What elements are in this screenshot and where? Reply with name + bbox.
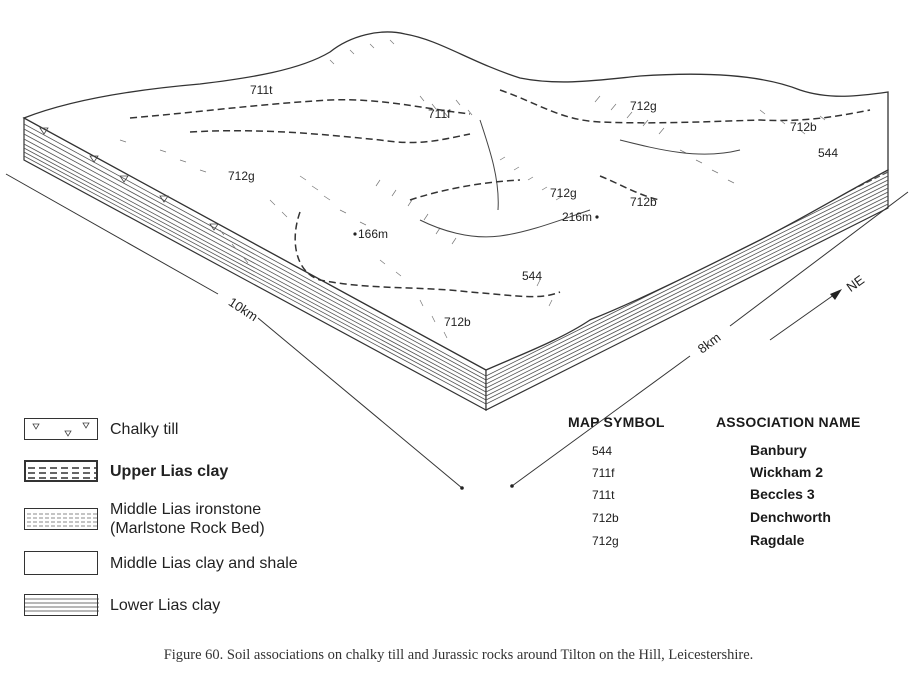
legend-label-ironstone-line2: (Marlstone Rock Bed) <box>110 520 265 537</box>
table-row: 712b Denchworth <box>568 507 888 529</box>
label-216m: 216m <box>562 210 592 224</box>
row-association-name: Ragdale <box>750 532 805 548</box>
figure-caption: Figure 60. Soil associations on chalky t… <box>163 647 754 663</box>
legend-label-middle-lias-clay: Middle Lias clay and shale <box>110 554 298 572</box>
table-row: 544 Banbury <box>568 440 888 462</box>
north-east-arrow: NE <box>769 272 868 341</box>
row-symbol: 711f <box>592 466 615 480</box>
map-unit-labels: 711t 711f 712g 712b 544 712g 712g 712b 2… <box>228 83 838 329</box>
swatch-middle-lias-ironstone <box>24 508 98 530</box>
legend-item-lower-lias: Lower Lias clay <box>24 594 220 616</box>
swatch-upper-lias <box>24 460 98 482</box>
row-symbol: 544 <box>592 444 613 458</box>
legend-item-middle-lias-clay: Middle Lias clay and shale <box>24 551 298 575</box>
legend-label-ironstone-line1: Middle Lias ironstone <box>110 501 262 518</box>
col-header-association-name: ASSOCIATION NAME <box>716 414 861 430</box>
swatch-chalky-till <box>24 418 98 440</box>
terrain-surface <box>22 31 889 371</box>
table-row: 711t Beccles 3 <box>568 484 888 506</box>
row-symbol: 712g <box>592 534 619 548</box>
label-712b-bot: 712b <box>444 315 471 329</box>
row-association-name: Wickham 2 <box>750 464 824 480</box>
table-row: 712g Ragdale <box>568 530 888 552</box>
label-712g-top: 712g <box>630 99 657 113</box>
legend-label-middle-lias-ironstone: Middle Lias ironstone (Marlstone Rock Be… <box>110 500 265 538</box>
table-row: 711f Wickham 2 <box>568 462 888 484</box>
legend-item-upper-lias: Upper Lias clay <box>24 460 228 482</box>
label-712g-mid: 712g <box>550 186 577 200</box>
label-712b-tr: 712b <box>790 120 817 134</box>
label-711t: 711t <box>250 83 273 97</box>
row-symbol: 712b <box>592 511 619 525</box>
label-544-mid: 544 <box>522 269 542 283</box>
legend-label-chalky-till: Chalky till <box>110 420 179 438</box>
swatch-lower-lias <box>24 594 99 616</box>
legend-item-chalky-till: Chalky till <box>24 418 178 440</box>
label-711f: 711f <box>428 107 451 121</box>
label-8km: 8km <box>695 330 724 357</box>
row-association-name: Banbury <box>750 442 807 458</box>
legend-item-middle-lias-ironstone: Middle Lias ironstone (Marlstone Rock Be… <box>24 500 265 538</box>
left-side-face <box>23 116 487 412</box>
legend-label-upper-lias: Upper Lias clay <box>110 462 229 480</box>
row-association-name: Beccles 3 <box>750 486 815 502</box>
label-ne: NE <box>844 272 868 295</box>
label-712b-mid: 712b <box>630 195 657 209</box>
col-header-map-symbol: MAP SYMBOL <box>568 414 665 430</box>
row-symbol: 711t <box>592 488 615 502</box>
label-166m: 166m <box>358 227 388 241</box>
label-712g-left: 712g <box>228 169 255 183</box>
label-544-tr: 544 <box>818 146 838 160</box>
label-10km: 10km <box>226 294 261 324</box>
swatch-middle-lias-clay <box>24 551 98 575</box>
legend-label-lower-lias: Lower Lias clay <box>110 596 221 614</box>
row-association-name: Denchworth <box>750 509 831 525</box>
